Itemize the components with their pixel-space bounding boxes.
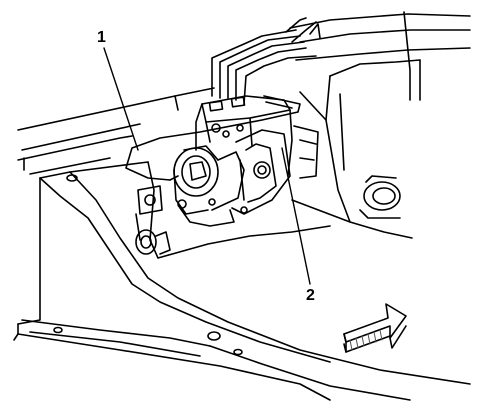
module-bracket-plate xyxy=(179,129,291,227)
shock-tower-structure xyxy=(289,11,471,239)
callout-1: 1 xyxy=(97,29,106,46)
forward-arrow-icon xyxy=(343,303,407,353)
callout-2-leader xyxy=(281,147,311,285)
leader-lines xyxy=(103,47,311,285)
frame-rail xyxy=(13,161,471,401)
firewall-panel xyxy=(17,87,215,175)
mounting-bracket xyxy=(135,185,171,255)
abs-modulator-valve xyxy=(195,95,319,179)
callout-1-leader xyxy=(103,47,139,151)
pump-motor xyxy=(173,145,245,215)
callout-2: 2 xyxy=(306,287,315,304)
